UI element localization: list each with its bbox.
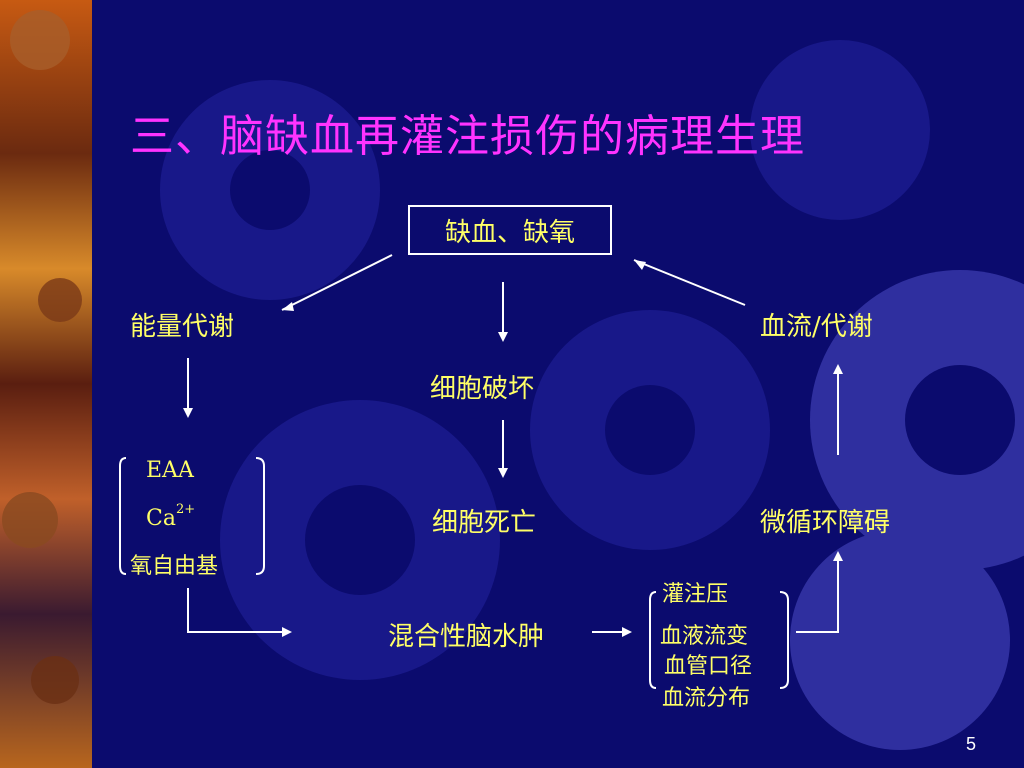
page-number: 5 [966,734,977,754]
bloodflow-metabolism-node: 血流/代谢 [760,312,873,342]
bloodflow-distribution-item: 血流分布 [662,686,751,711]
microcirculation-disorder-node: 微循环障碍 [760,508,891,538]
vessel-caliber-item: 血管口径 [664,654,753,679]
eaa-item: EAA [146,458,194,483]
energy-metabolism-node: 能量代谢 [130,312,235,342]
cell-damage-node: 细胞破坏 [430,374,535,404]
ischemia-hypoxia-label: 缺血、缺氧 [444,217,575,248]
hemorheology-item: 血液流变 [660,624,749,649]
perfusion-pressure-item: 灌注压 [662,582,729,607]
calcium-item: Ca2+ [146,502,196,531]
free-radical-item: 氧自由基 [130,554,219,579]
ischemia-hypoxia-box: 缺血、缺氧 [408,205,612,255]
mixed-brain-edema-node: 混合性脑水肿 [388,622,545,652]
diagram-connectors [119,254,839,689]
slide-title: 三、脑缺血再灌注损伤的病理生理 [130,111,805,162]
cell-death-node: 细胞死亡 [432,508,537,538]
